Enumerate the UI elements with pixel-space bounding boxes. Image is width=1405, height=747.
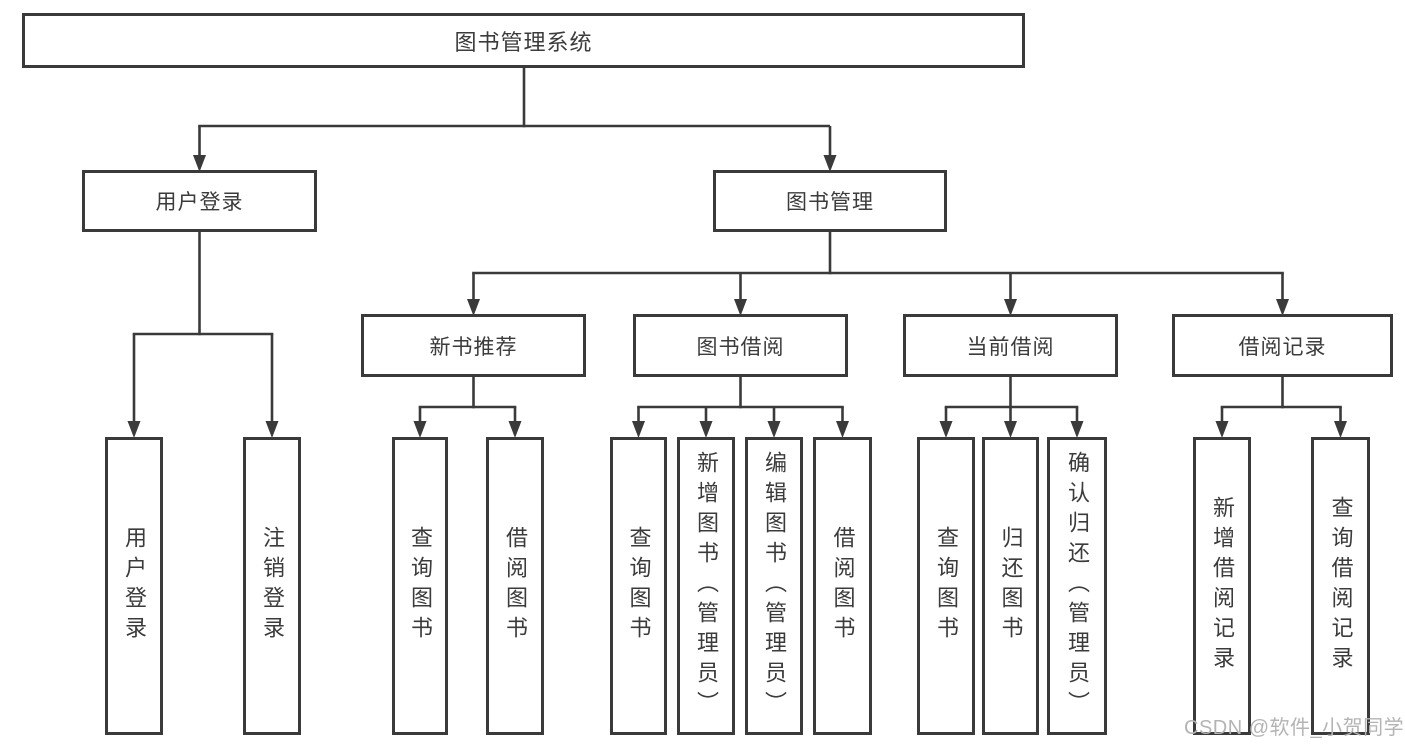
node-label: 用户登录 (122, 526, 147, 646)
node-label: 确认归还（管理员） (1065, 451, 1090, 721)
node-label: 查询借阅记录 (1328, 496, 1354, 676)
node-label: 新书推荐 (429, 335, 518, 359)
leaf-edit-book-admin: 编辑图书（管理员） (745, 437, 803, 735)
arrowheads (127, 155, 1347, 438)
node-label: 借阅图书 (830, 526, 856, 646)
node-label: 注销登录 (260, 526, 285, 646)
node-label: 归还图书 (998, 526, 1024, 646)
node-label: 借阅图书 (503, 526, 528, 646)
watermark-csdn: CSDN @软件_小贺同学 (1184, 717, 1405, 739)
node-label: 新增借阅记录 (1210, 496, 1235, 676)
node-label: 当前借阅 (966, 335, 1055, 359)
leaf-user-login: 用户登录 (105, 437, 163, 735)
leaf-confirm-return-admin: 确认归还（管理员） (1047, 437, 1107, 735)
leaf-query-books-borrow: 查询图书 (610, 437, 667, 735)
node-label: 编辑图书（管理员） (762, 451, 787, 721)
leaf-query-borrow-record: 查询借阅记录 (1311, 437, 1370, 735)
node-label: 借阅记录 (1238, 335, 1327, 359)
node-label: 图书借阅 (696, 335, 785, 359)
node-borrowing-records: 借阅记录 (1172, 314, 1393, 377)
node-user-login: 用户登录 (82, 170, 317, 232)
leaf-add-book-admin: 新增图书（管理员） (677, 437, 735, 735)
leaf-return-books: 归还图书 (982, 437, 1039, 735)
node-new-book-recommendation: 新书推荐 (361, 314, 586, 377)
node-current-borrowing: 当前借阅 (903, 314, 1118, 377)
node-label: 图书管理 (786, 191, 874, 214)
leaf-borrow-books-newbooks: 借阅图书 (486, 437, 544, 735)
node-label: 新增图书（管理员） (694, 451, 719, 721)
leaf-query-books-current: 查询图书 (917, 437, 975, 735)
leaf-add-borrow-record: 新增借阅记录 (1193, 437, 1251, 735)
node-library-management-system: 图书管理系统 (22, 13, 1025, 68)
node-label: 用户登录 (155, 191, 244, 214)
leaf-borrow-books-borrow: 借阅图书 (813, 437, 872, 735)
node-book-borrowing: 图书借阅 (633, 314, 848, 377)
node-book-management: 图书管理 (713, 170, 947, 232)
node-label: 查询图书 (626, 526, 652, 646)
node-label: 查询图书 (934, 526, 959, 646)
node-label: 查询图书 (408, 526, 433, 646)
node-label: 图书管理系统 (454, 29, 593, 55)
leaf-logout: 注销登录 (243, 437, 301, 735)
leaf-query-books-newbooks: 查询图书 (392, 437, 448, 735)
